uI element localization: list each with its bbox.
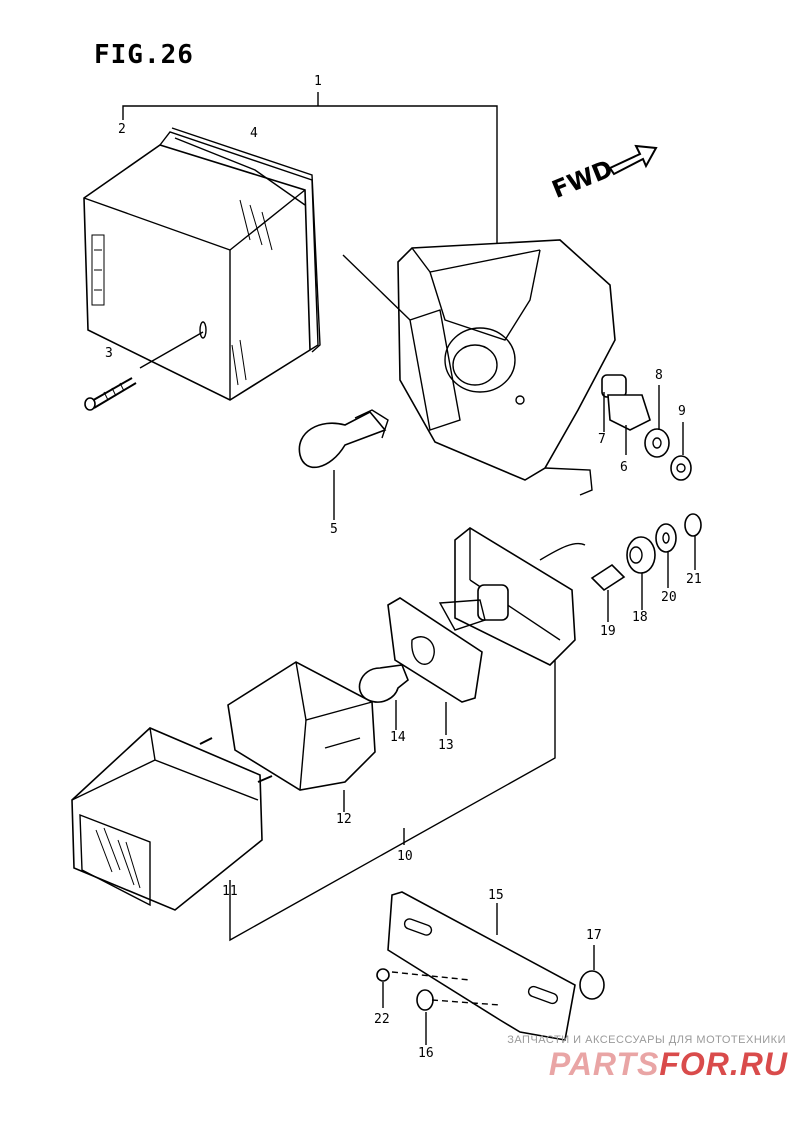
bulb-socket-6 <box>601 374 651 455</box>
grommet-18 <box>626 536 656 610</box>
part-label-5: 5 <box>330 522 338 537</box>
part-label-6: 6 <box>620 460 628 475</box>
part-label-8: 8 <box>655 368 663 383</box>
tail-housing-11 <box>71 727 273 911</box>
washer-8 <box>644 385 670 458</box>
part-label-11: 11 <box>222 884 238 899</box>
part-label-2: 2 <box>118 122 126 137</box>
part-label-4: 4 <box>250 126 258 141</box>
washer-17 <box>579 945 605 1000</box>
part-label-19: 19 <box>600 624 616 639</box>
part-label-13: 13 <box>438 738 454 753</box>
nut-22 <box>376 968 471 1008</box>
watermark-tagline: ЗАПЧАСТИ И АКСЕССУАРЫ ДЛЯ МОТОТЕХНИКИ <box>507 1034 786 1046</box>
part-label-18: 18 <box>632 610 648 625</box>
bolt-16 <box>416 989 501 1045</box>
part-label-16: 16 <box>418 1046 434 1061</box>
part-label-17: 17 <box>586 928 602 943</box>
lens-12 <box>227 661 376 812</box>
part-label-22: 22 <box>374 1012 390 1027</box>
part-label-9: 9 <box>678 404 686 419</box>
figure-title: FIG.26 <box>94 40 194 70</box>
license-lamp-housing <box>438 527 586 666</box>
assembly-bracket-10 <box>229 660 556 942</box>
part-label-10: 10 <box>397 849 413 864</box>
part-label-1: 1 <box>314 74 322 89</box>
part-label-12: 12 <box>336 812 352 827</box>
watermark-brand-left: PARTS <box>548 1046 660 1082</box>
lens-screw-3 <box>84 331 204 411</box>
collar-19 <box>590 563 626 622</box>
part-label-7: 7 <box>598 432 606 447</box>
nut-9 <box>670 422 692 481</box>
part-label-21: 21 <box>686 572 702 587</box>
washer-20 <box>655 523 677 588</box>
lamp-housing-1 <box>342 239 616 496</box>
mount-bracket-15 <box>387 891 576 1041</box>
watermark-logo: PARTSFOR.RU <box>549 1046 788 1083</box>
nut-21 <box>684 513 702 570</box>
assembly-bracket-1 <box>122 92 498 248</box>
forward-arrow-icon <box>608 144 658 176</box>
bulb-5 <box>298 409 389 520</box>
lamp-plate-13 <box>387 597 483 735</box>
watermark-brand-right: FOR.RU <box>659 1046 788 1082</box>
part-label-3: 3 <box>105 346 113 361</box>
part-label-14: 14 <box>390 730 406 745</box>
part-label-15: 15 <box>488 888 504 903</box>
part-label-20: 20 <box>661 590 677 605</box>
tail-lens-2 <box>83 131 319 401</box>
lens-gasket-4 <box>171 127 321 353</box>
